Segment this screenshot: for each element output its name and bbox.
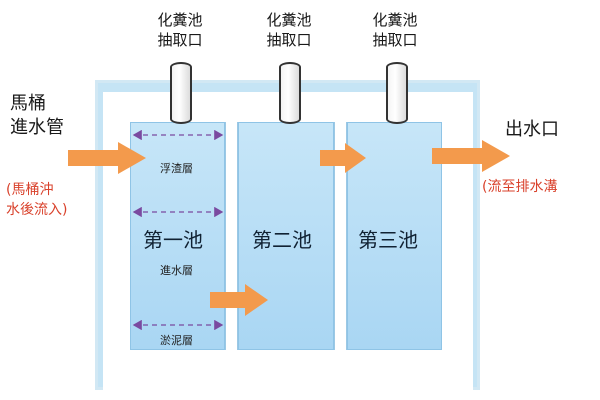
chamber-1-name: 第一池 bbox=[143, 228, 203, 252]
extraction-label-2-line2: 抽取口 bbox=[266, 31, 312, 49]
inlet-label-line2: 進水管 bbox=[10, 117, 64, 138]
outlet-note: (流至排水溝 bbox=[482, 179, 558, 195]
inlet-arrow-icon bbox=[68, 142, 146, 174]
extraction-label-2-line1: 化糞池 bbox=[266, 11, 312, 29]
extraction-label-1-line1: 化糞池 bbox=[157, 11, 203, 29]
chamber-2-name: 第二池 bbox=[252, 228, 312, 252]
inlet-label-line1: 馬桶 bbox=[10, 93, 46, 114]
extraction-pipe-1 bbox=[170, 62, 192, 124]
extraction-label-1: 化糞池 抽取口 bbox=[140, 10, 220, 50]
inlet-label: 馬桶 進水管 bbox=[10, 92, 64, 140]
extraction-pipe-3 bbox=[386, 62, 408, 124]
transfer-arrow-1-icon bbox=[210, 284, 268, 316]
chamber-1 bbox=[130, 122, 225, 350]
chamber-3-name: 第三池 bbox=[358, 228, 418, 252]
inlet-note-line2: 水後流入) bbox=[6, 202, 68, 218]
extraction-label-2: 化糞池 抽取口 bbox=[249, 10, 329, 50]
outlet-arrow-icon bbox=[432, 140, 510, 172]
layer-scum-label: 浮渣層 bbox=[160, 162, 193, 175]
wall-2 bbox=[334, 122, 347, 350]
transfer-arrow-2-icon bbox=[320, 143, 366, 173]
extraction-label-3-line2: 抽取口 bbox=[372, 31, 418, 49]
outlet-label: 出水口 bbox=[505, 119, 559, 140]
extraction-pipe-2 bbox=[279, 62, 301, 124]
chamber-2 bbox=[238, 122, 334, 350]
inlet-note: (馬桶沖 水後流入) bbox=[6, 180, 67, 220]
inlet-note-line1: (馬桶沖 bbox=[6, 182, 54, 198]
layer-sludge-label: 淤泥層 bbox=[160, 334, 193, 347]
extraction-label-3: 化糞池 抽取口 bbox=[355, 10, 435, 50]
extraction-label-3-line1: 化糞池 bbox=[372, 11, 418, 29]
layer-water-label: 進水層 bbox=[160, 264, 193, 277]
extraction-label-1-line2: 抽取口 bbox=[157, 31, 203, 49]
